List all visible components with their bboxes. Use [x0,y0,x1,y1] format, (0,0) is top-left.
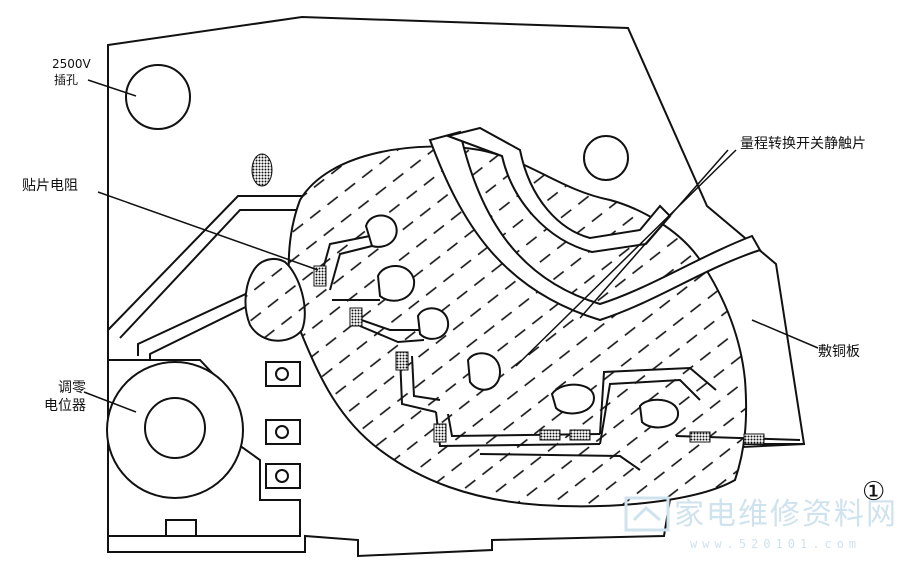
dotted-pad [251,153,273,187]
copper-pads [364,214,680,429]
switch-channel-arm [444,126,672,254]
figure-number: ① [862,477,885,507]
label-jack-line1: 2500V [52,57,92,71]
label-smd-resistor: 贴片电阻 [22,178,78,194]
label-jack-line2: 插孔 [54,73,78,87]
leader-lines [83,79,819,413]
watermark: 家电维修资料网 www.520101.com [624,496,898,551]
copper-lobe-left [244,258,306,342]
watermark-url: www.520101.com [690,537,861,551]
switch-channel [428,130,762,322]
watermark-brand: 家电维修资料网 [674,497,898,532]
small-pad [165,519,197,537]
watermark-logo-icon [624,496,670,532]
zero-pot-inner [144,397,206,459]
pot-terminals [265,361,301,489]
jack-2500v-hole [125,64,191,130]
smd-resistors [313,265,765,445]
label-zero-pot-line2: 电位器 [44,398,86,414]
label-zero-pot-line1: 调零 [58,380,86,396]
label-range-switch-contacts: 量程转换开关静触片 [740,135,866,152]
label-copper-plate: 敷铜板 [818,344,860,360]
outer-traces [107,195,804,445]
mount-hole [583,135,629,181]
